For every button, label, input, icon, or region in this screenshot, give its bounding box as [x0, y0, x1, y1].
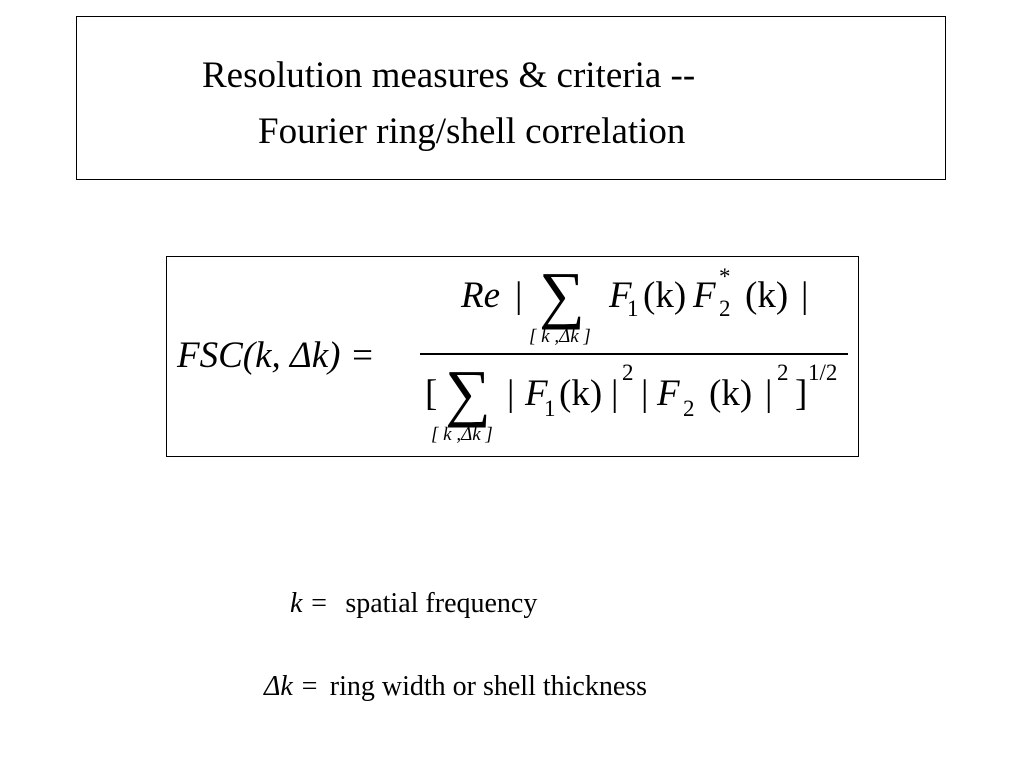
numerator-k2: (k) [745, 275, 789, 316]
delta-k-symbol: Δk = [264, 671, 319, 702]
k-symbol: k = [290, 588, 329, 619]
numerator-f2: F [693, 275, 716, 316]
denominator-f2: F [657, 373, 680, 414]
denominator-square-1: 2 [622, 360, 634, 385]
denominator-open-bracket: [ [425, 373, 438, 414]
denominator-k1: (k) [559, 373, 603, 414]
numerator-k1: (k) [643, 275, 687, 316]
denominator-sum-range: [ k ,Δk ] [431, 424, 493, 445]
k-description: spatial frequency [345, 588, 538, 619]
denominator-f1: F [525, 373, 548, 414]
numerator-f1: F [609, 275, 632, 316]
denominator-abs1-right: | [611, 373, 619, 414]
numerator-f2-index: 2 [719, 296, 731, 321]
denominator-abs1-left: | [507, 373, 515, 414]
numerator-abs-right: | [801, 275, 809, 316]
denominator-abs2-left: | [641, 373, 649, 414]
title-box: Resolution measures & criteria -- Fourie… [76, 16, 946, 180]
denominator-f2-index: 2 [683, 396, 695, 421]
numerator-f1-index: 1 [627, 296, 639, 321]
denominator-f1-index: 1 [544, 396, 556, 421]
fsc-formula: FSC(k, Δk) = Re | ∑ [ k ,Δk ] F 1 (k) F … [166, 256, 859, 457]
title-line-2: Fourier ring/shell correlation [258, 111, 686, 152]
denominator-k2: (k) [709, 373, 753, 414]
formula-lhs: FSC(k, Δk) = [177, 335, 375, 376]
numerator-conjugate-star: * [719, 264, 731, 289]
denominator-sum-sign: ∑ [445, 357, 491, 428]
k-definition: k = spatial frequency [290, 590, 537, 618]
denominator-power-half: 1/2 [808, 360, 838, 385]
numerator-sum-sign: ∑ [539, 259, 585, 330]
delta-k-definition: Δk = ring width or shell thickness [264, 673, 647, 701]
title-line-1: Resolution measures & criteria -- [202, 55, 696, 96]
fraction-line [420, 353, 848, 355]
numerator-sum-range: [ k ,Δk ] [529, 326, 591, 347]
numerator-re: Re [461, 275, 501, 316]
denominator-abs2-right: | [765, 373, 773, 414]
denominator-square-2: 2 [777, 360, 789, 385]
delta-k-description: ring width or shell thickness [329, 671, 648, 702]
denominator-close-bracket: ] [795, 373, 808, 414]
numerator-abs-left: | [515, 275, 523, 316]
